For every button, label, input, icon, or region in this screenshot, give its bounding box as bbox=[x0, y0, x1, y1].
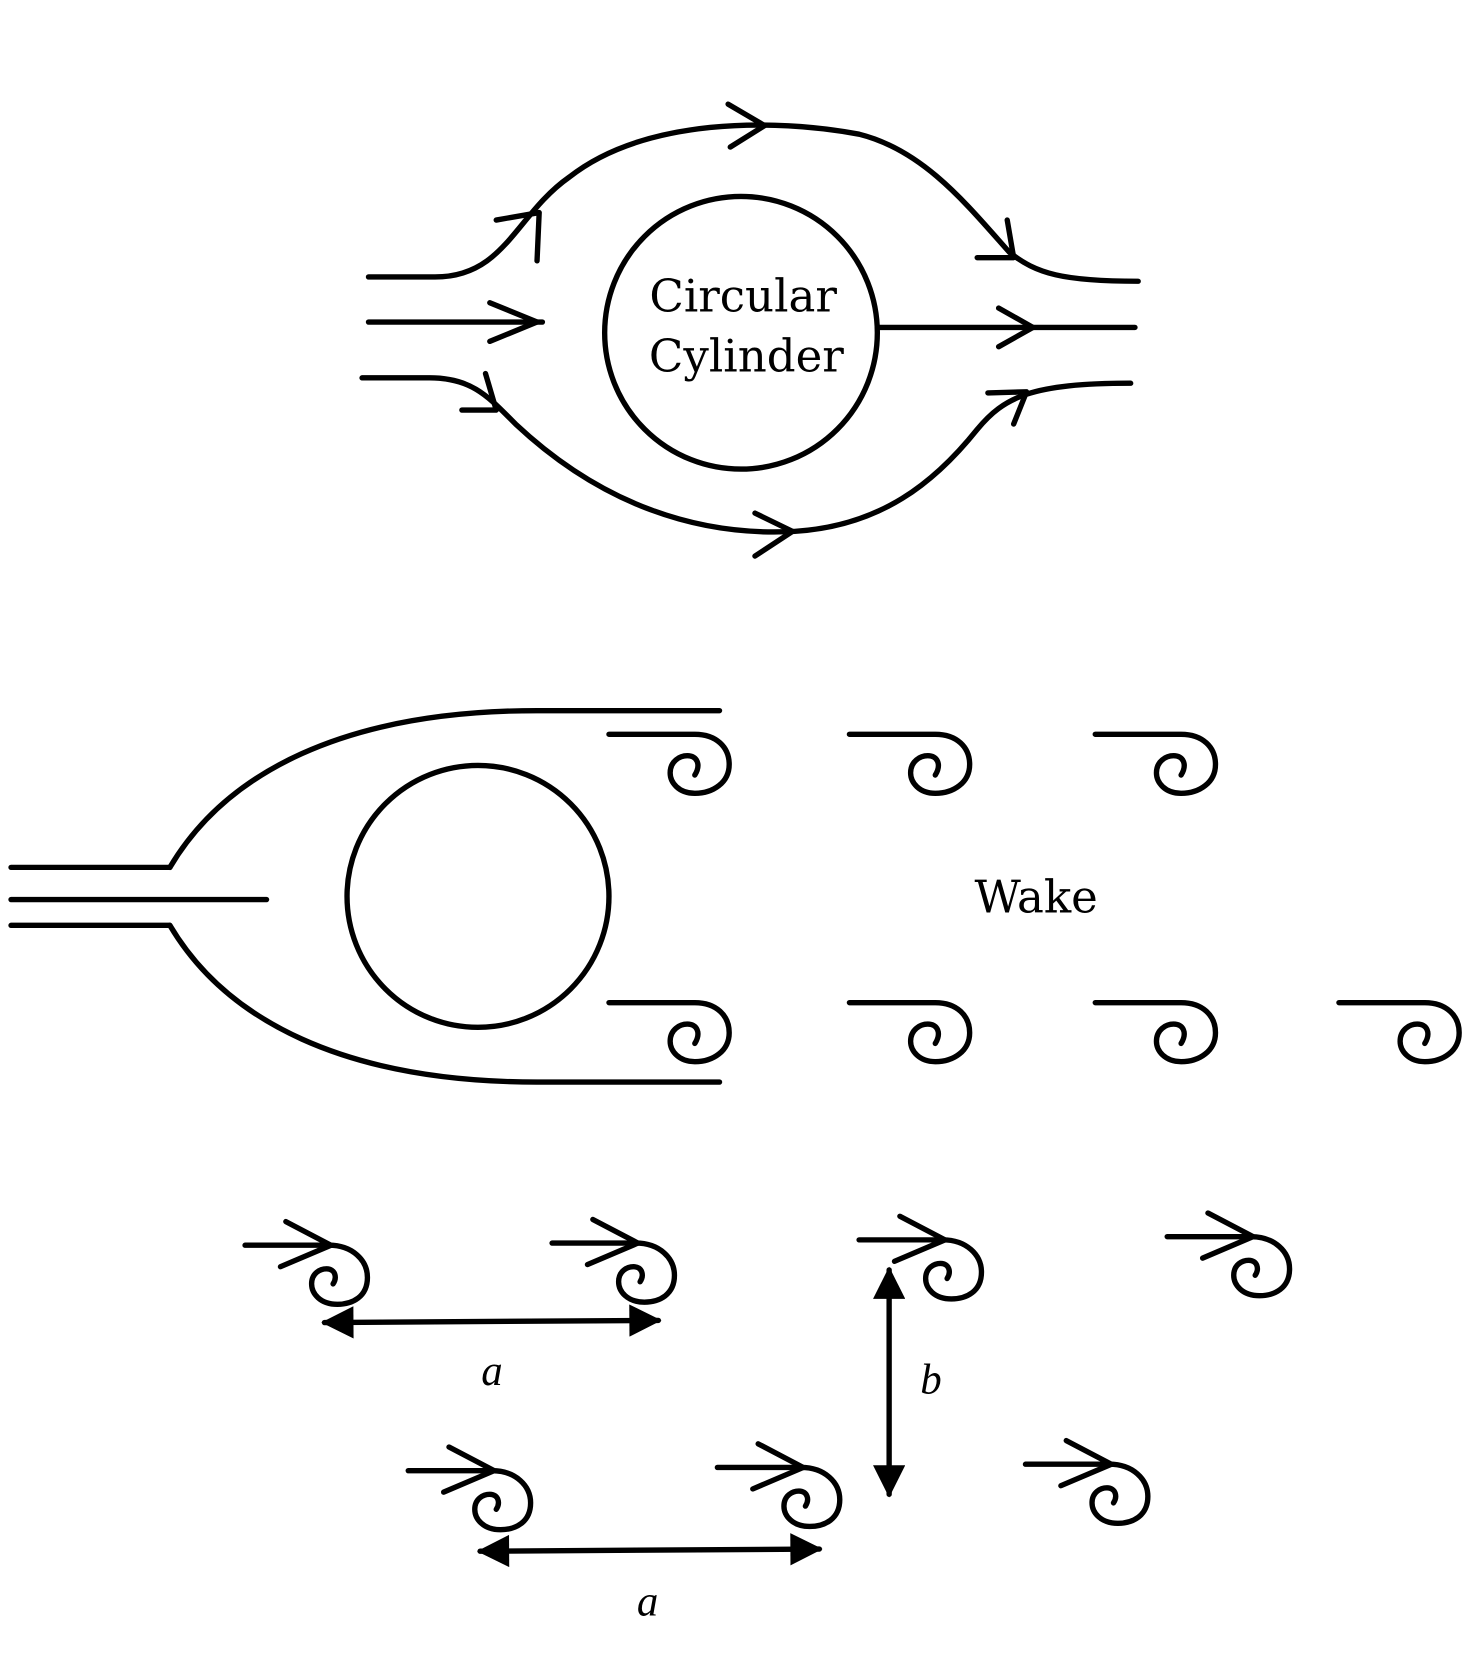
streamline-top bbox=[365, 122, 1141, 284]
cylinder-label-line1: Circular bbox=[649, 269, 837, 322]
separation-streamline-top bbox=[167, 707, 723, 871]
street-vortex bbox=[1167, 1213, 1289, 1296]
separation-streamline-bottom bbox=[167, 922, 723, 1085]
spacing-arrow-a-bottom bbox=[476, 1533, 823, 1568]
cylinder-circle bbox=[601, 193, 881, 472]
street-vortex bbox=[717, 1444, 839, 1527]
flow-arrowheads bbox=[459, 101, 1036, 559]
wake-panel: Wake bbox=[8, 707, 1459, 1085]
wake-vortex bbox=[609, 734, 729, 793]
row-gap-label-b: b bbox=[920, 1356, 941, 1403]
wake-vortex bbox=[849, 734, 969, 793]
street-vortex bbox=[552, 1219, 674, 1302]
wake-vortex bbox=[1095, 1003, 1215, 1062]
wake-vortex bbox=[1339, 1003, 1459, 1062]
spacing-label-a-bottom: a bbox=[637, 1579, 658, 1626]
wake-vortex bbox=[609, 1003, 729, 1062]
cylinder-label-line2: Cylinder bbox=[649, 329, 844, 382]
streamline-bottom bbox=[359, 375, 1134, 535]
cylinder-circle-wake bbox=[344, 762, 612, 1031]
vortex-street-panel: a a b bbox=[245, 1213, 1289, 1626]
wake-vortex bbox=[849, 1003, 969, 1062]
street-vortex bbox=[1025, 1441, 1147, 1524]
spacing-arrow-a-top bbox=[321, 1304, 662, 1339]
street-vortex bbox=[859, 1216, 981, 1299]
street-vortex bbox=[408, 1447, 530, 1530]
wake-vortex bbox=[1095, 734, 1215, 793]
wake-label: Wake bbox=[975, 870, 1098, 923]
spacing-label-a-top: a bbox=[481, 1348, 502, 1395]
potential-flow-panel: Circular Cylinder bbox=[359, 101, 1141, 559]
street-vortex bbox=[245, 1222, 367, 1305]
